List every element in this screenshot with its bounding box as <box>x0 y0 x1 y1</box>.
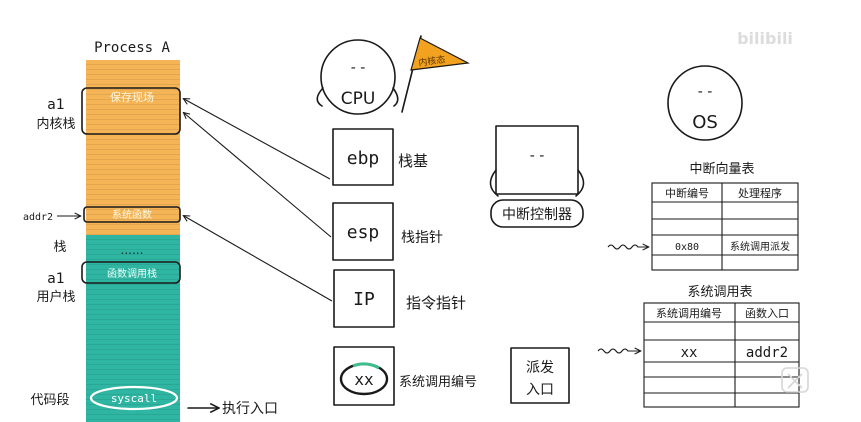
ivt-title: 中断向量表 <box>689 161 754 177</box>
stack-stripes <box>86 60 180 422</box>
addr2-label: addr2 <box>23 212 53 223</box>
ivt-header: 中断编号 <box>665 186 709 200</box>
cpu-label: CPU <box>341 89 376 109</box>
syscall-table <box>643 302 800 408</box>
register-xx-desc: 系统调用编号 <box>399 375 477 390</box>
dispatch-line1: 派发 <box>526 360 554 376</box>
syscall-squiggle-arrow <box>597 349 640 353</box>
register-ebp-desc: 栈基 <box>398 152 428 170</box>
register-ip <box>333 269 395 328</box>
register-syscall-number <box>333 346 395 406</box>
kernel-save-box <box>81 87 181 135</box>
ivt-header: 处理程序 <box>738 186 782 200</box>
register-xx-accent <box>352 362 380 370</box>
function-call-box <box>81 261 181 284</box>
dispatch-entry-box <box>510 347 570 404</box>
ip-pointer <box>184 216 333 302</box>
kernel-flag-label: 内核态 <box>418 53 446 69</box>
syscall-table-cell: xx <box>681 345 698 361</box>
cpu-head <box>320 39 396 115</box>
watermark-logo: bilibili <box>737 29 793 48</box>
register-esp-name: esp <box>347 222 380 243</box>
os-label: OS <box>692 112 718 133</box>
system-function-box <box>83 206 181 223</box>
os-head <box>667 65 743 141</box>
cpu-arm-left <box>316 87 324 107</box>
syscall-table-header: 函数入口 <box>745 307 789 320</box>
ivt-squiggle-arrow <box>607 245 648 249</box>
register-esp <box>332 202 394 261</box>
system-function-label: 系统函数 <box>112 208 152 221</box>
syscall-table-cell: addr2 <box>746 345 788 361</box>
register-ip-name: IP <box>353 289 375 310</box>
kernel-stack-label: 内核栈 <box>36 116 75 132</box>
ivt-table <box>651 182 799 271</box>
interrupt-controller-face: - - <box>530 148 545 164</box>
syscall-highlight <box>89 385 179 411</box>
cpu-arm-right <box>392 87 399 107</box>
os-face: - - <box>698 84 713 100</box>
interrupt-controller-arm-right <box>575 169 585 197</box>
interrupt-controller-arm-left <box>489 169 499 197</box>
ivt-cell: 系统调用派发 <box>730 240 790 253</box>
register-ebp <box>332 128 394 186</box>
syscall-label: syscall <box>111 392 157 405</box>
user-stack-label: 用户栈 <box>36 289 75 305</box>
function-call-label: 函数调用栈 <box>107 267 157 280</box>
syscall-table-header: 系统调用编号 <box>656 306 722 320</box>
register-xx-name: xx <box>354 370 374 389</box>
interrupt-controller-label: 中断控制器 <box>502 207 572 223</box>
watermark-badge <box>781 367 809 393</box>
ebp-pointer <box>184 99 331 180</box>
a1-kernel-label: a1 <box>47 97 65 113</box>
syscall-table-title: 系统调用表 <box>687 285 752 300</box>
kernel-flag <box>410 37 470 71</box>
kernel-save-label: 保存现场 <box>110 90 154 104</box>
ivt-cell: 0x80 <box>675 242 699 253</box>
stack-label: 栈 <box>53 240 66 255</box>
cpu-face: - - <box>351 60 366 76</box>
watermark-badge-icon <box>787 373 803 389</box>
exec-entry-label: 执行入口 <box>222 401 278 417</box>
register-esp-desc: 栈指针 <box>401 230 443 246</box>
interrupt-controller-box <box>495 125 579 195</box>
register-ebp-name: ebp <box>347 148 380 169</box>
interrupt-controller-label-box <box>490 199 584 228</box>
register-ip-desc: 指令指针 <box>406 294 466 312</box>
esp-pointer-kernel <box>184 113 332 238</box>
dispatch-line2: 入口 <box>526 382 554 398</box>
code-segment-label: 代码段 <box>30 393 69 408</box>
stack-dots: ...... <box>121 243 144 257</box>
process-title: Process A <box>94 40 170 56</box>
a1-user-label: a1 <box>47 271 65 287</box>
